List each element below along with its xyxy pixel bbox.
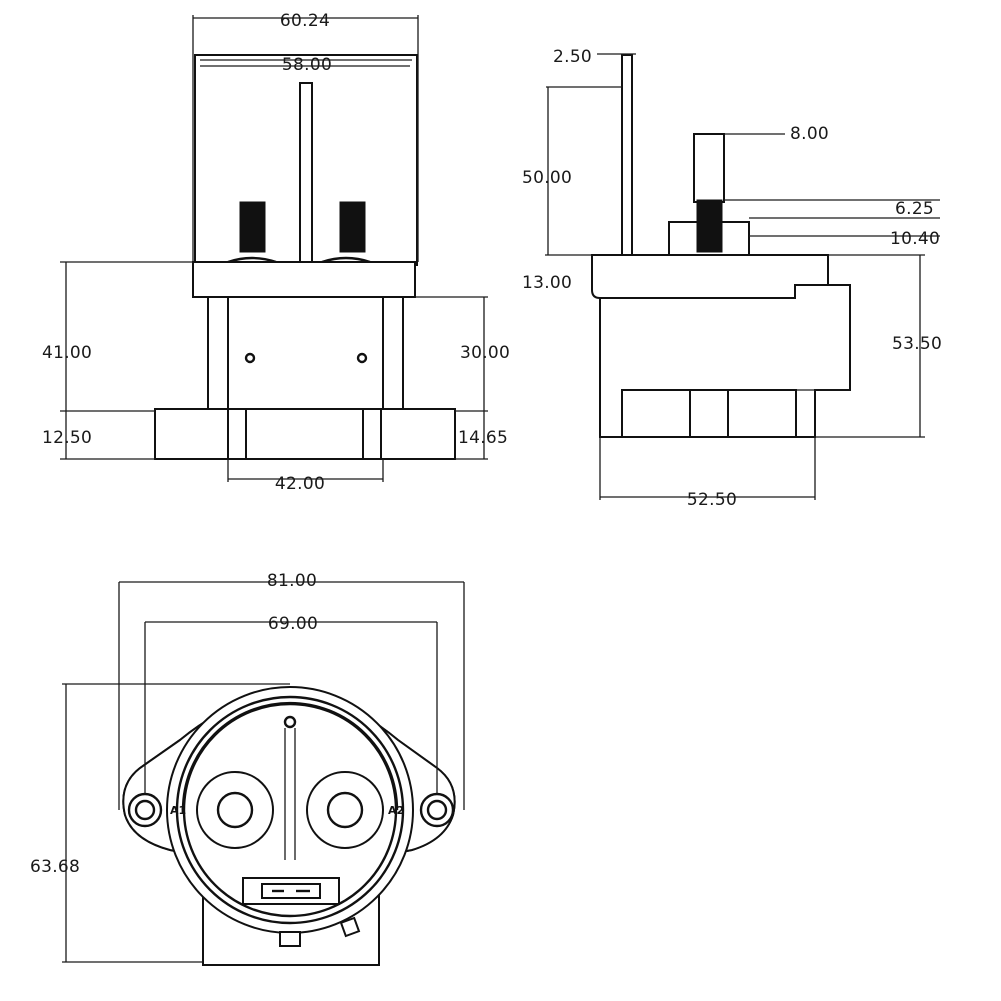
dim-side-tab-thickness: 2.50 (553, 47, 592, 67)
terminal-label-a1: A1 (170, 804, 186, 817)
dim-front-height-body: 41.00 (42, 343, 92, 363)
front-screw-right (356, 352, 368, 364)
dim-side-body-height: 53.50 (892, 334, 942, 354)
dim-front-height-lower: 30.00 (460, 343, 510, 363)
dim-side-cover-height: 50.00 (522, 168, 572, 188)
front-base (192, 261, 416, 298)
dim-front-flange-right: 14.65 (458, 428, 508, 448)
side-stud (696, 199, 723, 253)
dim-top-width-overall: 81.00 (267, 571, 317, 591)
dim-front-mount-width: 42.00 (275, 474, 325, 494)
front-stud-left (239, 201, 266, 253)
side-base (591, 254, 829, 299)
side-view: 2.50 50.00 8.00 6.25 10.40 13.00 53.50 5… (522, 47, 942, 510)
front-divider (299, 82, 313, 264)
dim-side-stud-length: 8.00 (790, 124, 829, 144)
top-view: A1 A2 81.00 69.00 63.68 (30, 571, 465, 966)
top-terminal-right (306, 771, 384, 849)
dim-side-nut-height: 10.40 (890, 229, 940, 249)
dim-side-base-height: 13.00 (522, 273, 572, 293)
dim-top-depth: 63.68 (30, 857, 80, 877)
front-view: 60.24 58.00 41.00 30.00 12.50 14.65 42.0… (42, 11, 510, 494)
dim-side-stud-diameter: 6.25 (895, 199, 934, 219)
dim-front-width-cover: 58.00 (282, 55, 332, 75)
dim-front-width-overall: 60.24 (280, 11, 330, 31)
front-screw-left (244, 352, 256, 364)
side-tab (621, 54, 633, 256)
front-stud-right (339, 201, 366, 253)
dim-top-hole-spacing: 69.00 (268, 614, 318, 634)
top-terminal-left (196, 771, 274, 849)
terminal-label-a2: A2 (388, 804, 404, 817)
dim-front-flange-left: 12.50 (42, 428, 92, 448)
dim-side-body-depth: 52.50 (687, 490, 737, 510)
